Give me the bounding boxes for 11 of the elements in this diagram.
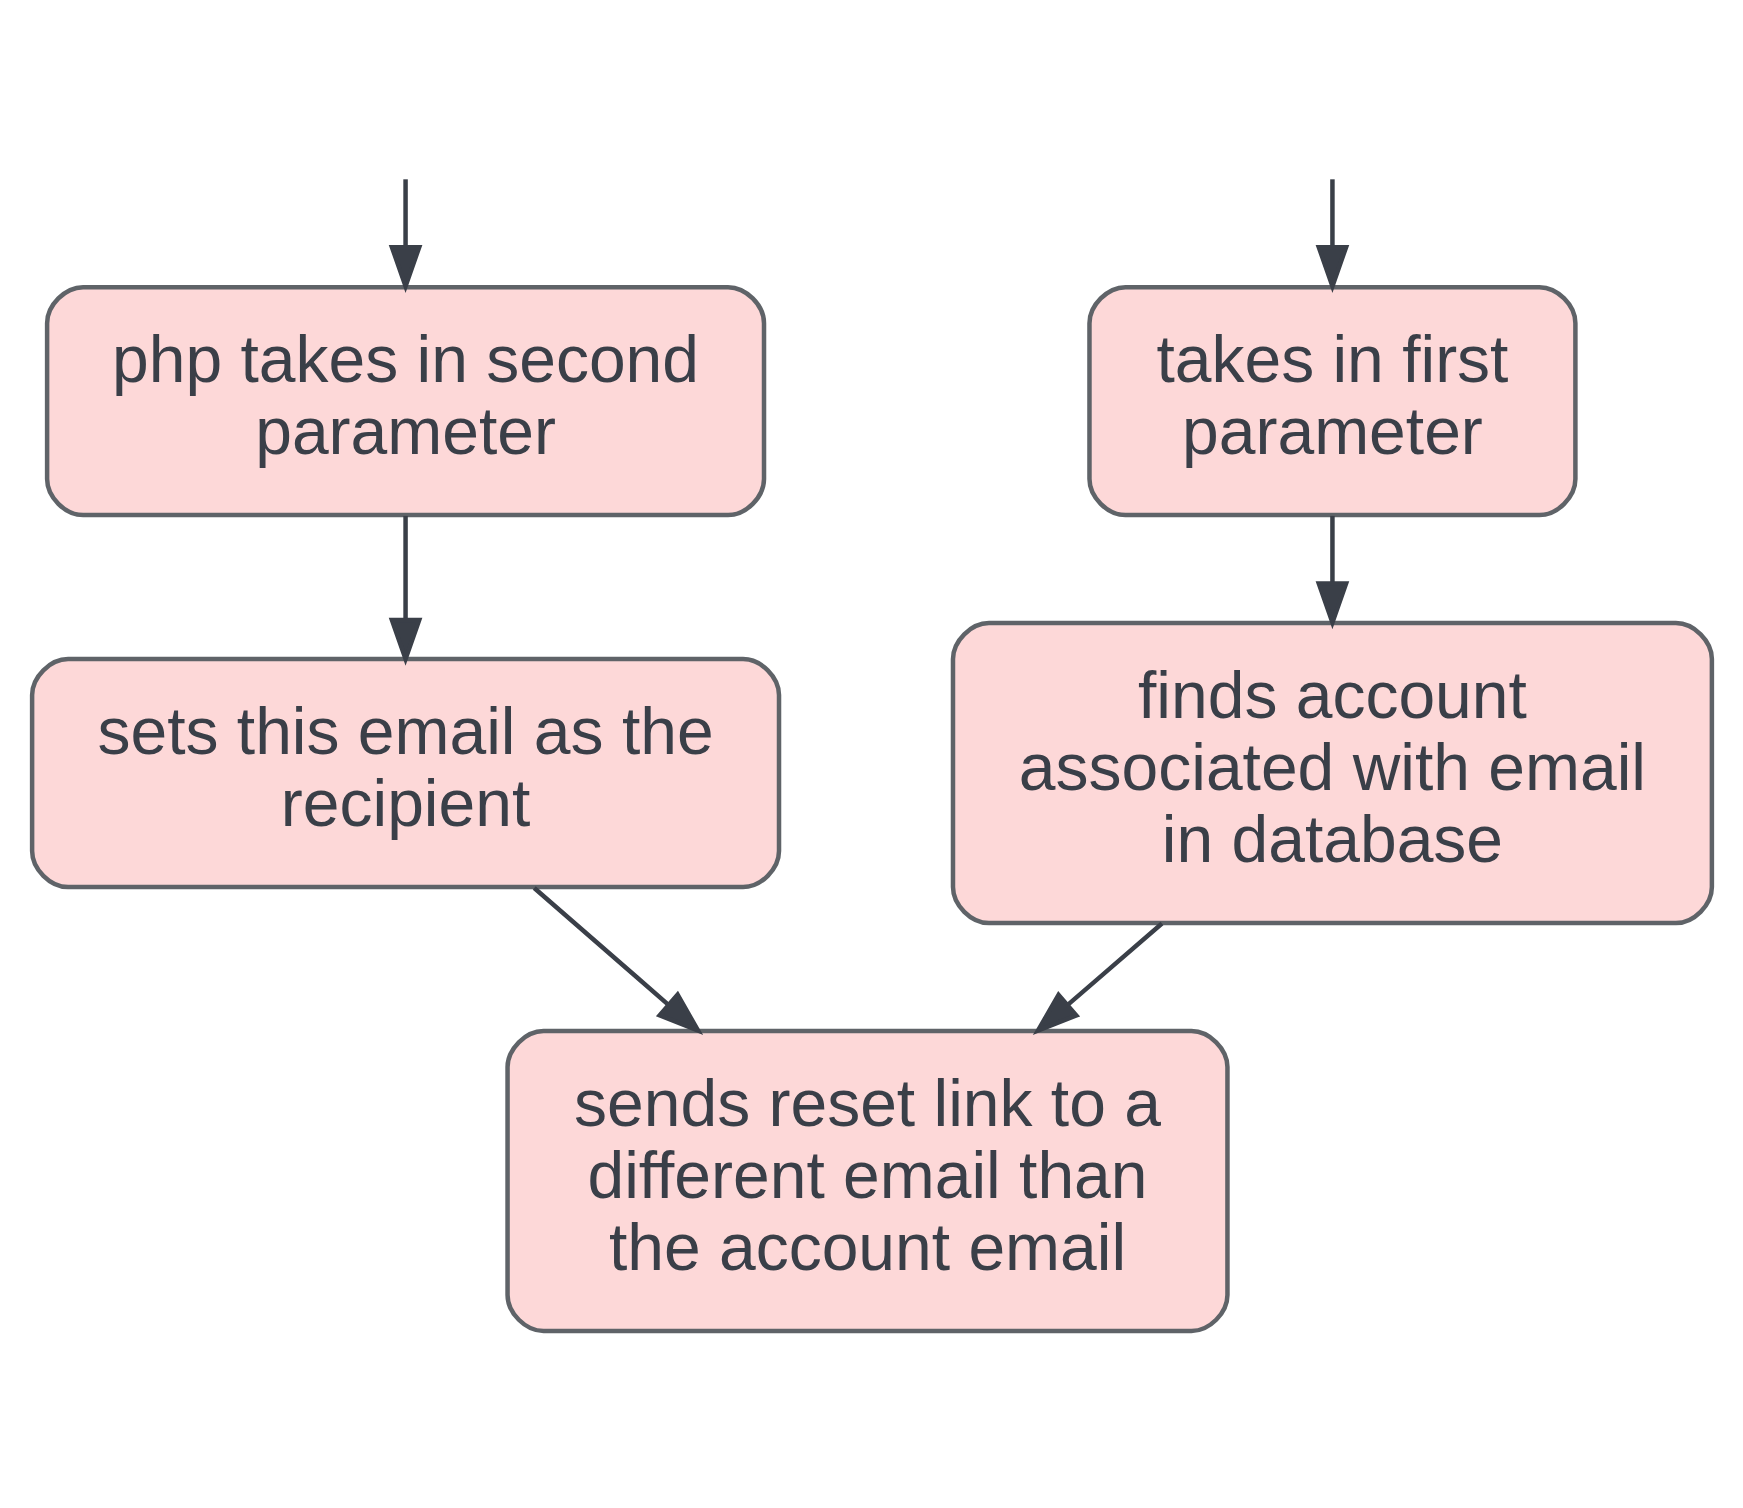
node-box: takes in first parameter: [1086, 284, 1578, 518]
node-box: sends reset link to a different email than the account email: [504, 1028, 1230, 1334]
node-box: finds account associated with email in database: [950, 620, 1714, 926]
arrow: [1315, 179, 1349, 293]
node-box: sets this email as the recipient: [29, 656, 781, 890]
arrow: [388, 515, 422, 666]
arrow: [388, 179, 422, 293]
arrow: [1032, 921, 1163, 1036]
arrow: [532, 886, 703, 1036]
arrow: [1315, 515, 1349, 630]
node-box: php takes in second parameter: [44, 284, 766, 518]
